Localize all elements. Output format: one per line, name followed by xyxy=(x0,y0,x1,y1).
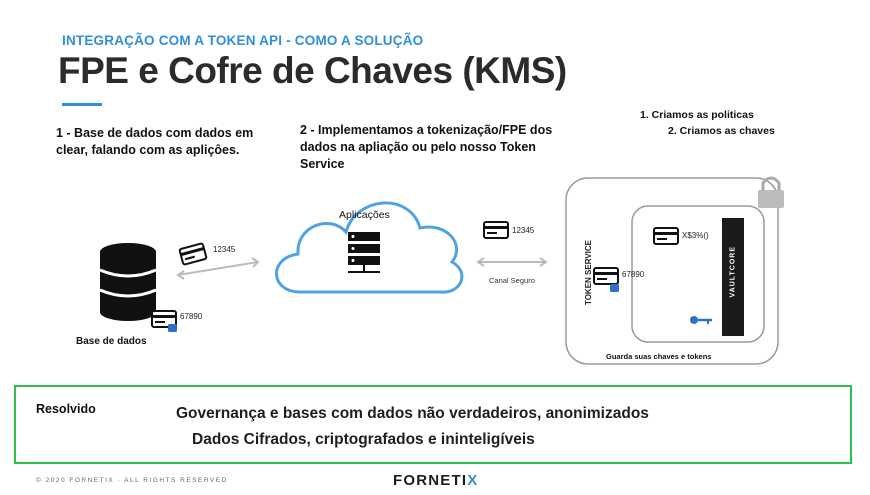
server-icon xyxy=(348,232,380,273)
result-box xyxy=(14,385,852,464)
token-service-card-value: 67890 xyxy=(622,270,645,279)
vault-card-value: X$3%() xyxy=(682,231,709,240)
slide-subtitle: INTEGRAÇÃO COM A TOKEN API - COMO A SOLU… xyxy=(62,33,424,48)
db-card-value: 67890 xyxy=(180,312,203,321)
title-underline xyxy=(62,103,102,106)
logo-text-x: X xyxy=(467,472,479,489)
middle-card-value: 12345 xyxy=(512,226,535,235)
step-2-text: 2 - Implementamos a tokenização/FPE dos … xyxy=(300,123,553,171)
applications-label: Aplicações xyxy=(339,209,390,221)
secure-channel-label: Canal Seguro xyxy=(489,276,535,285)
result-line-2: Dados Cifrados, criptografados e inintel… xyxy=(192,431,535,448)
vault-box xyxy=(631,205,765,343)
kms-caption: Guarda suas chaves e tokens xyxy=(606,352,712,361)
token-service-label: TOKEN SERVICE xyxy=(584,239,594,306)
fornetix-logo: FORNETIX xyxy=(393,472,478,489)
padlock-icon xyxy=(758,176,784,208)
double-arrow-middle xyxy=(476,257,548,267)
kms-step-2: 2. Criamos as chaves xyxy=(668,125,775,137)
lock-badge-icon xyxy=(168,324,177,332)
kms-step-1: 1. Criamos as politicas xyxy=(640,109,754,121)
result-title: Resolvido xyxy=(36,402,96,416)
slide-title: FPE e Cofre de Chaves (KMS) xyxy=(58,50,567,91)
logo-text-main: FORNETI xyxy=(393,472,468,489)
step-1-text: 1 - Base de dados com dados em clear, fa… xyxy=(56,126,254,157)
credit-card-icon xyxy=(151,310,177,328)
result-line-1: Governança e bases com dados não verdade… xyxy=(176,405,649,422)
vaultcore-label: VAULTCORE xyxy=(729,245,737,298)
card-icon-left xyxy=(178,242,208,266)
left-card-value: 12345 xyxy=(213,245,236,254)
copyright-text: © 2020 FORNETIX · ALL RIGHTS RESERVED xyxy=(36,477,228,484)
key-icon xyxy=(690,316,712,324)
card-icon-middle xyxy=(483,221,509,239)
database-label: Base de dados xyxy=(76,336,147,347)
double-arrow-left xyxy=(176,257,260,280)
card-icon-vault xyxy=(653,227,679,245)
database-icon xyxy=(99,243,157,321)
vaultcore-panel xyxy=(722,218,744,336)
card-icon-token-service xyxy=(593,267,619,292)
